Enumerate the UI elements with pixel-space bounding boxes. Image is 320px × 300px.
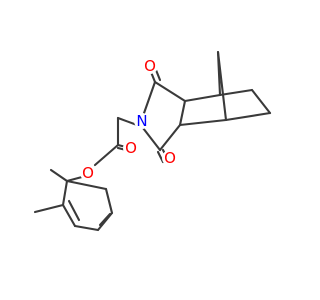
bond-n-c2 xyxy=(141,126,162,152)
bond-ca-cb xyxy=(178,99,187,127)
bond-ring-3 xyxy=(73,224,100,232)
bond-c1-ca xyxy=(153,80,187,103)
molecule-structure: O O N O O xyxy=(33,50,272,232)
bond-ring-inner-1 xyxy=(67,199,81,222)
bond-methylene-bh2 xyxy=(216,50,228,122)
carbonyl-oxygen-top-label: O xyxy=(144,57,156,75)
bond-methyl-top xyxy=(49,168,69,183)
bond-c-oester xyxy=(93,143,120,167)
atom-label-layer: O O N O O xyxy=(80,57,178,182)
bond-methyl-left xyxy=(33,203,65,214)
bond-c1-o-double-second xyxy=(154,68,162,82)
bond-cb-c2 xyxy=(158,123,182,152)
bond-cb-bridgehead2 xyxy=(178,118,228,127)
bond-ca-bridgehead1 xyxy=(183,93,222,103)
bond-c-bh2 xyxy=(224,111,272,122)
bond-c-c xyxy=(250,88,272,115)
bond-ring-5 xyxy=(104,187,114,215)
bond-ring-6 xyxy=(65,179,108,191)
imide-nitrogen-label: N xyxy=(136,112,147,130)
bond-layer xyxy=(33,50,272,232)
bond-n-ch2 xyxy=(116,116,139,127)
bond-ring-inner-2 xyxy=(98,212,112,227)
bond-c2-o-double-second xyxy=(156,150,165,164)
bond-ring-1 xyxy=(61,179,69,207)
bond-bh1-c xyxy=(218,88,254,97)
ester-oxygen-label: O xyxy=(82,164,94,182)
bond-ring-2 xyxy=(61,203,77,228)
bond-oester-ring xyxy=(65,175,84,183)
bond-c1-n xyxy=(141,80,157,118)
ester-carbonyl-oxygen-label: O xyxy=(125,139,137,157)
carbonyl-oxygen-bottom-label: O xyxy=(164,149,176,167)
